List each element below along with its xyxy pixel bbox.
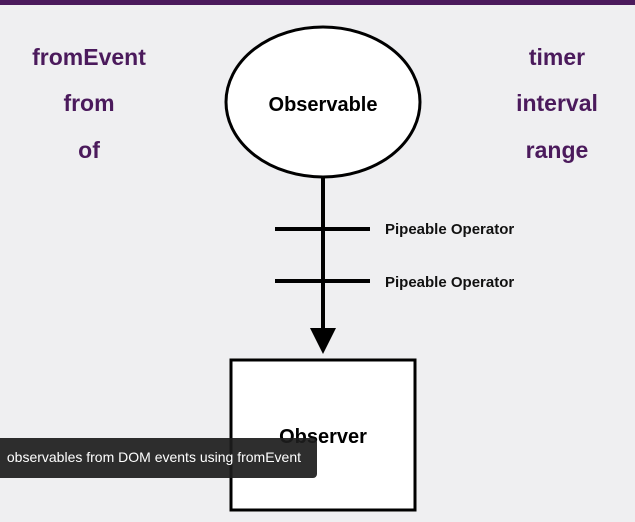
creation-fn-timer: timer	[528, 44, 586, 70]
video-caption: observables from DOM events using fromEv…	[0, 438, 317, 478]
top-accent-bar	[0, 0, 635, 5]
arrow-head-icon	[310, 328, 336, 354]
creation-fn-range: range	[525, 137, 589, 163]
caption-text: observables from DOM events using fromEv…	[6, 449, 301, 465]
pipeable-operator-label-1: Pipeable Operator	[385, 221, 515, 238]
creation-fn-from: from	[63, 90, 115, 116]
creation-fn-of: of	[78, 137, 100, 163]
creation-fn-fromevent: fromEvent	[32, 44, 146, 70]
creation-fn-interval: interval	[516, 90, 598, 116]
pipeable-operator-label-2: Pipeable Operator	[385, 274, 515, 291]
observer-node	[229, 358, 417, 512]
observable-label: Observable	[268, 94, 378, 116]
